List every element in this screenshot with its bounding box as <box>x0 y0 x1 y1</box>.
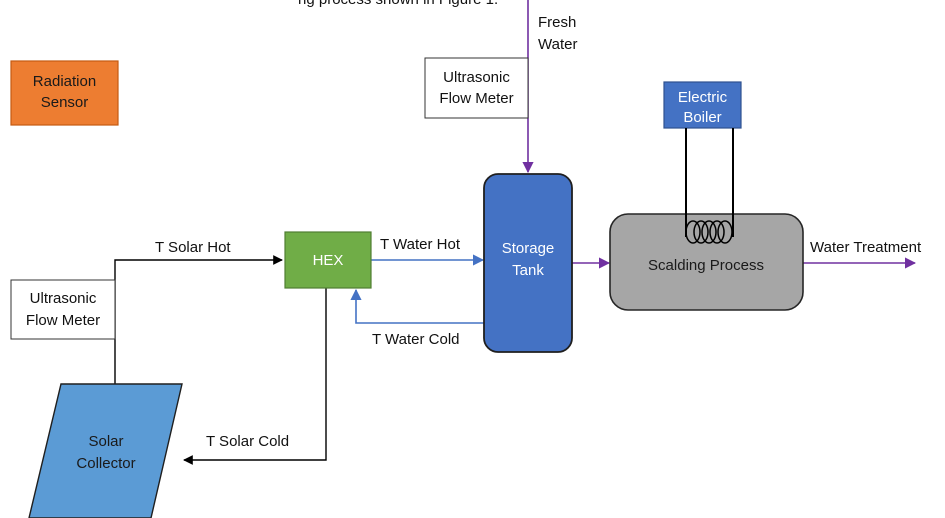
fresh-water-label-2: Water <box>538 36 577 53</box>
water-cold-line <box>350 288 484 324</box>
water-treatment-label: Water Treatment <box>810 239 922 256</box>
header-text: ng process shown in Figure 1. <box>298 0 498 8</box>
flow-meter-top-label-1: Ultrasonic <box>443 69 510 86</box>
t-water-hot-label: T Water Hot <box>380 236 461 253</box>
radiation-sensor-label-2: Sensor <box>41 94 89 111</box>
radiation-sensor-label-1: Radiation <box>33 73 96 90</box>
hex: HEX <box>284 231 372 289</box>
fresh-water-label-1: Fresh <box>538 14 576 31</box>
electric-boiler: Electric Boiler <box>663 81 742 129</box>
solar-collector: Solar Collector <box>28 383 183 518</box>
storage-tank-label-2: Tank <box>512 262 544 279</box>
electric-boiler-label-2: Boiler <box>683 109 721 126</box>
storage-tank-label-1: Storage <box>502 240 555 257</box>
radiation-sensor: Radiation Sensor <box>10 60 119 126</box>
flow-meter-left-label-2: Flow Meter <box>26 312 100 329</box>
scalding-process-label: Scalding Process <box>648 257 764 274</box>
solar-collector-label-1: Solar <box>88 433 123 450</box>
electric-boiler-label-1: Electric <box>678 89 728 106</box>
flow-meter-left: Ultrasonic Flow Meter <box>10 279 116 340</box>
heating-coil <box>685 128 734 244</box>
solar-collector-label-2: Collector <box>76 455 135 472</box>
solar-cold-line <box>183 288 327 465</box>
t-solar-hot-label: T Solar Hot <box>155 239 231 256</box>
flow-meter-top: Ultrasonic Flow Meter <box>424 57 529 119</box>
scalding-process: Scalding Process <box>609 213 804 311</box>
storage-tank: Storage Tank <box>483 173 573 353</box>
flow-meter-left-label-1: Ultrasonic <box>30 290 97 307</box>
solar-hot-line <box>114 255 283 384</box>
t-solar-cold-label: T Solar Cold <box>206 433 289 450</box>
hex-label: HEX <box>313 252 344 269</box>
t-water-cold-label: T Water Cold <box>372 331 460 348</box>
flow-meter-top-label-2: Flow Meter <box>439 90 513 107</box>
